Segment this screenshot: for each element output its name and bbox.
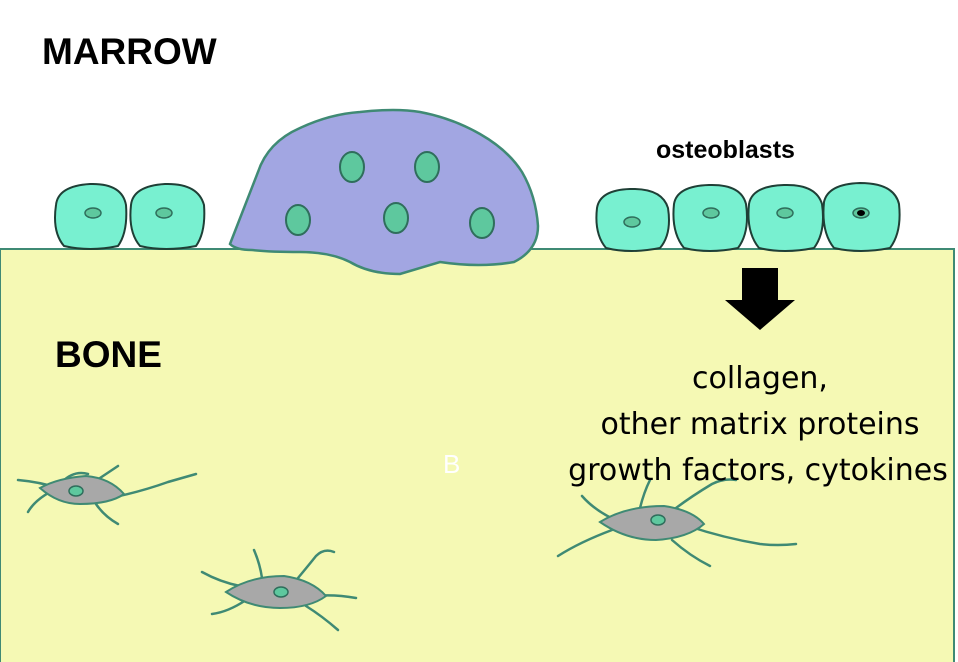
product-line-matrix-proteins: other matrix proteins [600,407,919,442]
osteoclast-nucleus [286,205,310,235]
marrow-label: MARROW [42,31,217,72]
osteoclast-nucleus [415,152,439,182]
osteoblast [823,183,899,251]
osteoblast [748,185,823,251]
osteoblast [596,189,669,251]
osteoclast-nucleus [340,152,364,182]
faint-mark: B [443,449,460,479]
cell-nucleus [274,587,288,597]
cell-nucleus [85,208,101,218]
bone-label: BONE [55,334,162,375]
osteoblasts-label: osteoblasts [656,136,795,164]
product-line-growth-factors: growth factors, cytokines [568,453,948,488]
osteoblast [673,185,747,251]
osteoclast-nucleus [470,208,494,238]
cell-nucleus [624,217,640,227]
osteoclast-nucleus [384,203,408,233]
lining-cell [55,184,126,249]
lining-cell [130,184,204,249]
product-line-collagen: collagen, [692,361,828,396]
cell-nucleus [156,208,172,218]
cell-nucleolus [857,210,865,216]
osteoclast [230,110,538,274]
cell-nucleus [651,515,665,525]
cell-nucleus [777,208,793,218]
cell-nucleus [703,208,719,218]
cell-nucleus [69,486,83,496]
